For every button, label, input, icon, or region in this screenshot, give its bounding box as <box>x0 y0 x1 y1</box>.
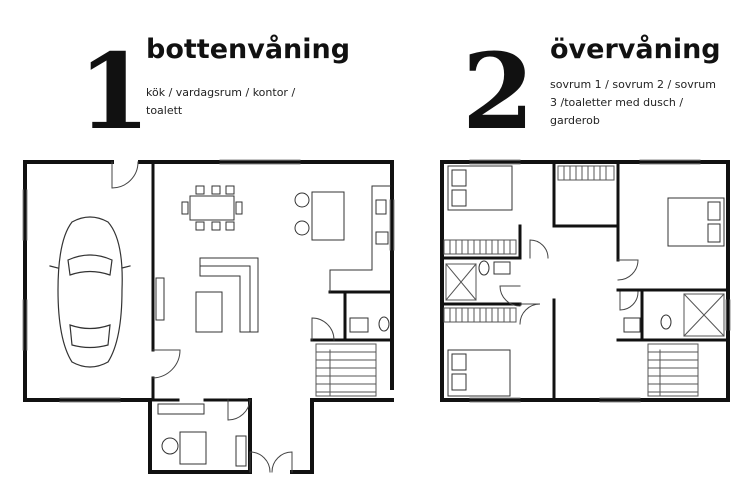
floor-1-title: bottenvåning <box>146 34 351 65</box>
bed-icon <box>447 349 511 397</box>
toilet-icon <box>623 314 672 333</box>
shower-icon <box>445 263 477 301</box>
floor-2-plan <box>440 159 731 403</box>
kitchen-counter-icon <box>329 185 391 293</box>
floor-1-number: 1 <box>78 30 150 153</box>
floor-2-windows <box>469 159 731 403</box>
wardrobe-icon <box>557 165 615 181</box>
floor-1-stairs-icon <box>315 343 377 397</box>
coffee-table-icon <box>195 291 223 333</box>
floor-2-description: sovrum 1 / sovrum 2 / sovrum 3 /toalette… <box>550 78 716 127</box>
floor-1-exterior-walls <box>23 160 394 474</box>
floor-2-number: 2 <box>462 30 535 153</box>
bed-icon <box>447 165 513 211</box>
floor-1-windows <box>22 159 395 403</box>
floor-1-plan <box>22 159 395 474</box>
wardrobe-icon <box>443 307 517 323</box>
floor-2-doors <box>499 239 639 325</box>
floor-2-interior-walls <box>440 160 730 402</box>
dining-table-icon <box>181 185 243 231</box>
sofa-icon <box>199 257 259 333</box>
toilet-icon <box>478 260 511 276</box>
floor-1-interior-walls <box>148 160 394 402</box>
shower-icon <box>683 293 725 337</box>
floor-1-description: kök / vardagsrum / kontor / toalett <box>146 86 296 117</box>
floor-1-toilet-icon <box>349 316 390 333</box>
tv-unit-icon <box>155 277 165 321</box>
floor-1-doors <box>111 161 335 473</box>
office-desk-icon <box>157 403 247 467</box>
wardrobe-icon <box>443 239 517 255</box>
floor-2-stairs-icon <box>647 343 699 397</box>
car-icon <box>49 216 131 368</box>
floor-2-title: övervåning <box>550 34 721 65</box>
bed-icon <box>667 197 725 247</box>
kitchen-island-icon <box>294 191 345 241</box>
floor-2-exterior-walls <box>440 160 730 402</box>
